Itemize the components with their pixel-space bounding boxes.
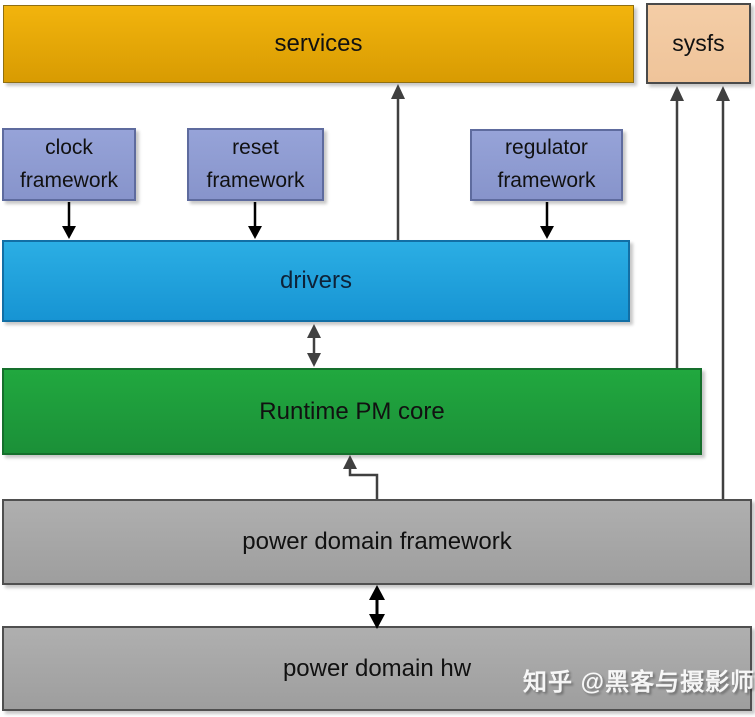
regulator-framework-block: regulator framework: [470, 129, 623, 201]
arrow-clock-to-drivers: [62, 202, 76, 239]
drivers-label: drivers: [279, 267, 352, 294]
power-domain-hw-label: power domain hw: [282, 654, 472, 682]
arrow-power-domain-to-sysfs: [716, 86, 730, 499]
power-domain-hw-block: power domain hw: [2, 626, 752, 711]
reset-framework-block: reset framework: [187, 128, 324, 201]
double-arrow-power-domain-hw: [369, 585, 385, 629]
sysfs-label: sysfs: [672, 30, 725, 56]
arrow-drivers-to-services: [391, 84, 405, 240]
drivers-block: drivers: [2, 240, 630, 322]
power-domain-framework-block: power domain framework: [2, 499, 752, 585]
clock-framework-block: clock framework: [2, 128, 136, 201]
runtime-pm-core-label: Runtime PM core: [259, 397, 445, 425]
elbow-arrow-power-domain-to-runtime-pm: [343, 455, 379, 499]
services-block: services: [3, 5, 634, 83]
double-arrow-drivers-runtime-pm: [307, 324, 321, 367]
regulator-framework-label: regulator framework: [497, 136, 596, 192]
power-domain-framework-label: power domain framework: [242, 528, 512, 555]
zhihu-watermark: 知乎 @黑客与摄影师: [523, 669, 755, 696]
arrow-runtime-pm-to-sysfs: [670, 86, 684, 368]
sysfs-block: sysfs: [646, 3, 751, 84]
arrow-reset-to-drivers: [248, 202, 262, 239]
runtime-pm-core-block: Runtime PM core: [2, 368, 702, 455]
services-label: services: [274, 30, 363, 57]
reset-framework-label: reset framework: [206, 135, 305, 192]
arrow-regulator-to-drivers: [540, 202, 554, 239]
clock-framework-label: clock framework: [19, 135, 119, 192]
